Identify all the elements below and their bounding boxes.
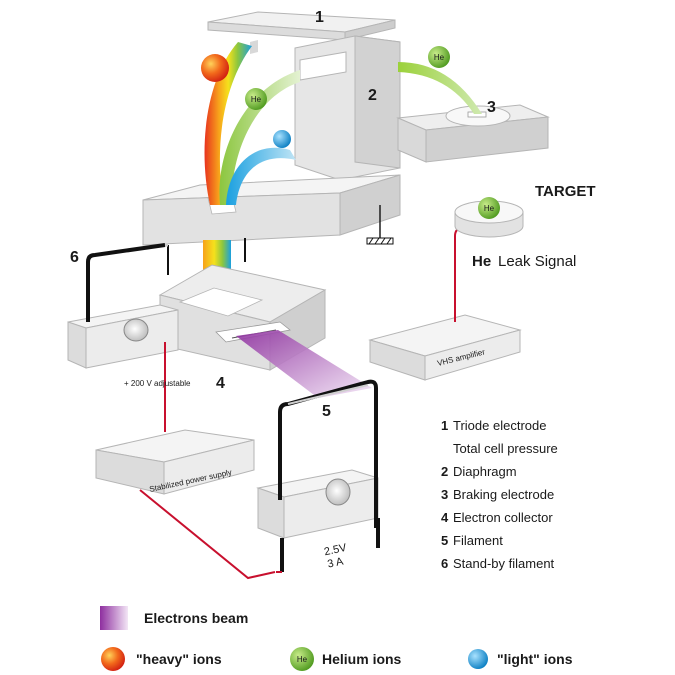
svg-text:5: 5 xyxy=(441,533,448,548)
filament-wire xyxy=(278,379,378,528)
ground-symbol xyxy=(366,205,394,245)
label-4: 4 xyxy=(216,375,225,392)
svg-text:Total cell pressure: Total cell pressure xyxy=(453,441,558,456)
svg-text:Filament: Filament xyxy=(453,533,503,548)
he-leak-symbol: He xyxy=(472,253,491,270)
label-6: 6 xyxy=(70,249,79,266)
legend-electrons-beam: Electrons beam xyxy=(144,610,248,626)
key-item: Total cell pressure xyxy=(453,441,558,456)
svg-text:6: 6 xyxy=(441,556,448,571)
svg-text:1: 1 xyxy=(441,418,448,433)
signal-wire xyxy=(454,227,464,322)
label-2: 2 xyxy=(368,87,377,104)
electrons-beam-swatch xyxy=(100,606,128,630)
he-symbol: He xyxy=(297,655,308,664)
helium-ion-ball: He xyxy=(245,88,267,110)
target-label: TARGET xyxy=(535,183,596,200)
light-ion-swatch xyxy=(468,649,488,669)
electron-collector-chamber xyxy=(158,264,327,371)
key-item: 2 Diaphragm xyxy=(441,464,517,479)
legend-helium-ions: Helium ions xyxy=(322,651,402,667)
light-ion-ball xyxy=(273,130,291,148)
power-supply-box: Stabilized power supply xyxy=(95,429,255,495)
key-item: 5 Filament xyxy=(441,533,503,548)
svg-text:Triode electrode: Triode electrode xyxy=(453,418,546,433)
legend-light-ions: "light" ions xyxy=(497,651,573,667)
heavy-ion-swatch xyxy=(101,647,125,671)
svg-text:2: 2 xyxy=(441,464,448,479)
heavy-ion-ball xyxy=(201,54,229,82)
standby-filament-wire xyxy=(86,243,166,322)
helium-beam-to-target xyxy=(398,62,482,114)
filament-block xyxy=(256,469,379,539)
main-body-block xyxy=(142,174,401,246)
label-5: 5 xyxy=(322,403,331,420)
svg-text:4: 4 xyxy=(441,510,449,525)
label-3: 3 xyxy=(487,99,496,116)
legend: Electrons beam "heavy" ions He Helium io… xyxy=(100,606,573,671)
triode-electrode xyxy=(207,11,396,54)
svg-text:3: 3 xyxy=(441,487,448,502)
target-puck: He xyxy=(454,197,524,238)
label-1: 1 xyxy=(315,9,324,26)
svg-text:Electron collector: Electron collector xyxy=(453,510,553,525)
diaphragm xyxy=(294,35,401,181)
helium-ion-swatch xyxy=(290,647,314,671)
parts-key-list: 1 Triode electrode Total cell pressure 2… xyxy=(441,418,558,571)
legend-heavy-ions: "heavy" ions xyxy=(136,651,222,667)
filament-current-label: 3 A xyxy=(326,555,345,570)
voltage-adjustable-label: + 200 V adjustable xyxy=(124,379,191,388)
he-symbol: He xyxy=(484,204,495,213)
he-symbol: He xyxy=(434,53,445,62)
vhs-amplifier-box: VHS amplifier xyxy=(368,314,522,381)
leak-signal-label: Leak Signal xyxy=(498,253,576,270)
svg-text:Diaphragm: Diaphragm xyxy=(453,464,517,479)
key-item: 3 Braking electrode xyxy=(441,487,554,502)
key-item: 1 Triode electrode xyxy=(441,418,546,433)
key-item: 6 Stand-by filament xyxy=(441,556,555,571)
standby-filament-block xyxy=(67,304,179,369)
helium-ion-ball-flying: He xyxy=(428,46,450,68)
key-item: 4 Electron collector xyxy=(441,510,553,525)
electron-beam xyxy=(236,330,372,398)
he-symbol: He xyxy=(251,95,262,104)
filament-voltage-label: 2.5V xyxy=(323,542,348,559)
svg-text:Braking electrode: Braking electrode xyxy=(453,487,554,502)
svg-text:Stand-by filament: Stand-by filament xyxy=(453,556,555,571)
power-wire xyxy=(139,489,276,580)
